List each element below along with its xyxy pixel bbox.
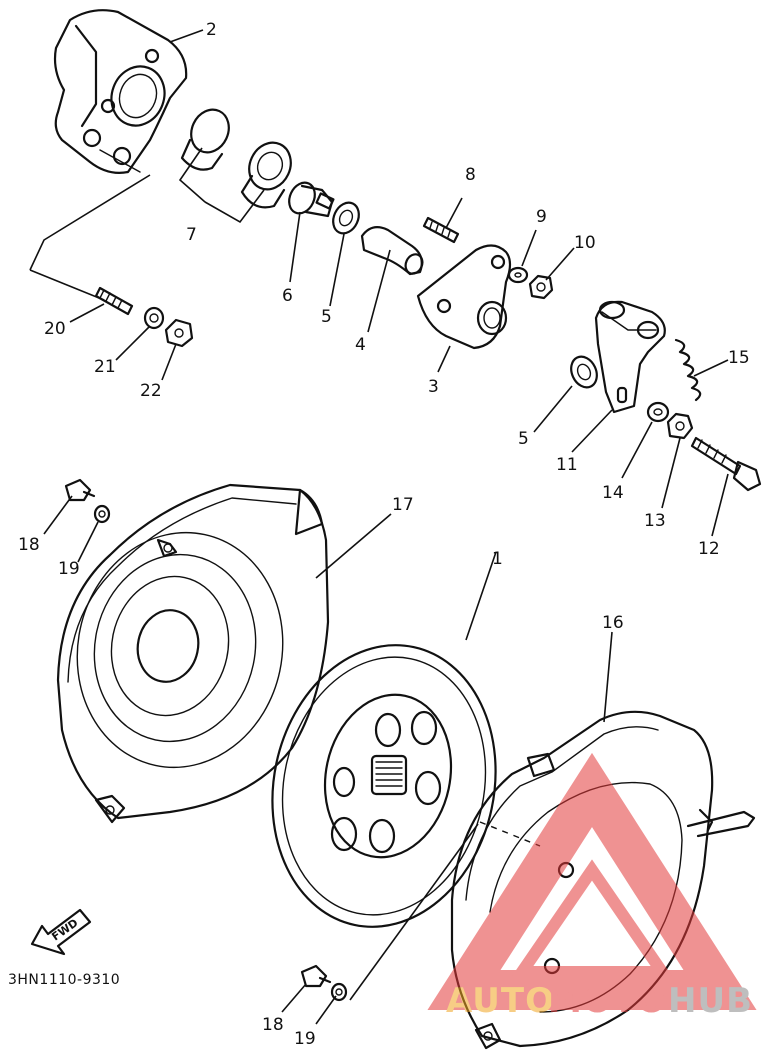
callout-4: 4 xyxy=(355,335,366,355)
part-8-stud-bolt xyxy=(422,216,460,244)
callout-2: 2 xyxy=(206,20,217,40)
callout-5-lower: 5 xyxy=(518,429,529,449)
part-5-seal-upper xyxy=(332,201,360,235)
part-12-adjust-bolt xyxy=(690,436,762,492)
callout-7: 7 xyxy=(186,225,197,245)
leader-lines xyxy=(29,29,729,1025)
callout-16: 16 xyxy=(602,613,624,633)
watermark-text-moto: MOTO xyxy=(548,981,667,1021)
callout-18-lower: 18 xyxy=(262,1015,284,1035)
part-1-brake-disc xyxy=(271,644,497,928)
part-21-washer xyxy=(143,306,165,330)
callout-9: 9 xyxy=(536,207,547,227)
part-14-washer xyxy=(646,401,670,423)
callout-21: 21 xyxy=(94,357,116,377)
forward-direction-arrow: FWD xyxy=(30,908,92,956)
callout-19-lower: 19 xyxy=(294,1029,316,1049)
part-2-master-cylinder xyxy=(53,9,188,174)
part-18-bolt-upper xyxy=(64,478,96,502)
part-10-nut xyxy=(528,274,554,300)
callout-14: 14 xyxy=(602,483,624,503)
watermark-text-hub: HUB xyxy=(668,981,753,1021)
part-20-stud xyxy=(94,286,134,316)
part-19-washer-upper xyxy=(93,504,111,524)
part-3-caliper-bracket xyxy=(416,244,512,350)
part-4-sleeve xyxy=(360,225,424,276)
callout-10: 10 xyxy=(574,233,596,253)
callout-22: 22 xyxy=(140,381,162,401)
part-code: 3HN1110-9310 xyxy=(8,972,120,988)
callout-15: 15 xyxy=(728,348,750,368)
callout-8: 8 xyxy=(465,165,476,185)
part-7-boot-pair xyxy=(180,108,292,209)
part-18-bolt-lower xyxy=(300,964,332,988)
callout-13: 13 xyxy=(644,511,666,531)
callout-17: 17 xyxy=(392,495,414,515)
part-9-washer xyxy=(507,266,529,284)
watermark-triangle-inner-icon xyxy=(510,859,674,978)
part-5-seal-lower xyxy=(570,355,598,389)
part-13-nut xyxy=(666,412,694,440)
watermark-text-auto: AUTO xyxy=(446,981,555,1021)
automotohub-watermark: AUTO MOTO HUB xyxy=(427,752,757,1021)
watermark-triangle-icon xyxy=(427,752,757,1010)
part-19-washer-lower xyxy=(330,982,348,1002)
part-16-outer-cover xyxy=(450,710,756,1050)
part-22-nut xyxy=(164,318,194,348)
part-6-piston xyxy=(288,181,335,218)
callout-11: 11 xyxy=(556,455,578,475)
callout-1: 1 xyxy=(492,549,503,569)
callout-12: 12 xyxy=(698,539,720,559)
callout-20: 20 xyxy=(44,319,66,339)
callout-labels: 2 7 6 5 4 8 9 10 3 15 5 11 14 13 12 20 2… xyxy=(18,20,750,1049)
part-17-backing-plate xyxy=(56,483,330,824)
callout-3: 3 xyxy=(428,377,439,397)
part-15-spring xyxy=(674,338,702,402)
callout-18-upper: 18 xyxy=(18,535,40,555)
callout-6: 6 xyxy=(282,286,293,306)
callout-5-upper: 5 xyxy=(321,307,332,327)
callout-19-upper: 19 xyxy=(58,559,80,579)
part-11-lever-arm xyxy=(594,300,666,414)
